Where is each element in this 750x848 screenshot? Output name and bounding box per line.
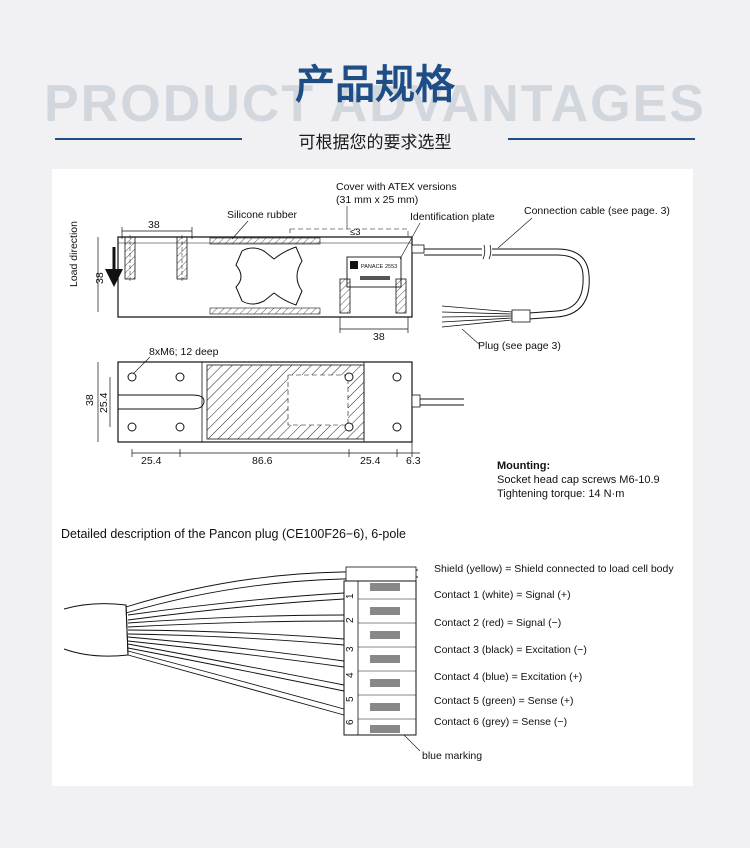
plate-brand: PANACE [361,264,384,270]
connection-cable [424,248,590,320]
contact-6-label: Contact 6 (grey) = Sense (−) [434,716,567,728]
dim-25-4-vertical-label: 25.4 [98,392,110,413]
diagram-panel: Load direction 38 38 PANACE 2553 [52,169,693,786]
dim-38-label: 38 [84,394,96,406]
load-direction-label: Load direction [68,221,80,287]
contact-4-label: Contact 4 (blue) = Excitation (+) [434,671,582,683]
cable-jacket [63,603,129,657]
pin-number-4: 4 [345,672,356,678]
pin-number-1: 1 [345,593,356,599]
title-rule-right [508,138,695,140]
technical-drawing: Load direction 38 38 PANACE 2553 [61,181,674,762]
mounting-line-1: Socket head cap screws M6-10.9 [497,474,660,486]
dim-plate-label: 38 [373,331,385,343]
atex-cover-label-2: (31 mm x 25 mm) [336,194,418,206]
bending-beam-cutout [235,246,303,306]
silicone-rubber-bottom [209,307,321,315]
dim-end-label: 6.3 [406,455,421,467]
plug-sleeve [511,309,531,323]
title-rule-left [55,138,242,140]
plug-wires [441,305,513,328]
contact-3-label: Contact 3 (black) = Excitation (−) [434,644,587,656]
pin-number-3: 3 [345,646,356,652]
contact-1-label: Contact 1 (white) = Signal (+) [434,589,571,601]
atex-cover-label-1: Cover with ATEX versions [336,181,457,193]
shield-label: Shield (yellow) = Shield connected to lo… [434,563,674,575]
dim-height-label: 38 [94,272,106,284]
contact-wires [127,592,345,716]
mounting-line-2: Tightening torque: 14 N·m [497,488,624,500]
top-view: 8xM6; 12 deep 38 25.4 25.4 86.6 25.4 6.3 [84,346,464,467]
plate-model: 2553 [385,264,397,270]
side-view: Load direction 38 38 PANACE 2553 [68,181,670,352]
identification-plate-label: Identification plate [410,211,495,223]
blue-marking-label: blue marking [422,750,482,762]
left-bolts [124,235,188,283]
page-title: 产品规格 [295,62,455,108]
dim-gap-label: ≤3 [350,227,361,238]
silicone-rubber-top [209,237,321,245]
holes-label: 8xM6; 12 deep [149,346,219,358]
mounting-holes [127,372,402,432]
pin-number-6: 6 [345,719,356,725]
dim-left-label: 25.4 [141,455,162,467]
mounting-info: Mounting: Socket head cap screws M6-10.9… [497,460,660,500]
background-watermark-text: PRODUCT ADVANTAGES [44,75,706,133]
connection-cable-label: Connection cable (see page. 3) [524,205,670,217]
page-subtitle: 可根据您的要求选型 [298,133,452,153]
plug-detail: Detailed description of the Pancon plug … [61,527,674,762]
pin-numbers: 1 2 3 4 5 6 [345,593,356,725]
silicone-rubber-label: Silicone rubber [227,209,298,221]
pin-number-2: 2 [345,617,356,623]
connector-pins [357,581,416,735]
dim-right-label: 25.4 [360,455,381,467]
plug-detail-title: Detailed description of the Pancon plug … [61,527,406,541]
atex-cover-outline [289,228,409,238]
plug-label: Plug (see page 3) [478,340,561,352]
dim-top-label: 38 [148,219,160,231]
contact-5-label: Contact 5 (green) = Sense (+) [434,695,574,707]
mounting-title: Mounting: [497,460,550,472]
dim-middle-label: 86.6 [252,455,273,467]
pin-number-5: 5 [345,696,356,702]
contact-2-label: Contact 2 (red) = Signal (−) [434,617,561,629]
